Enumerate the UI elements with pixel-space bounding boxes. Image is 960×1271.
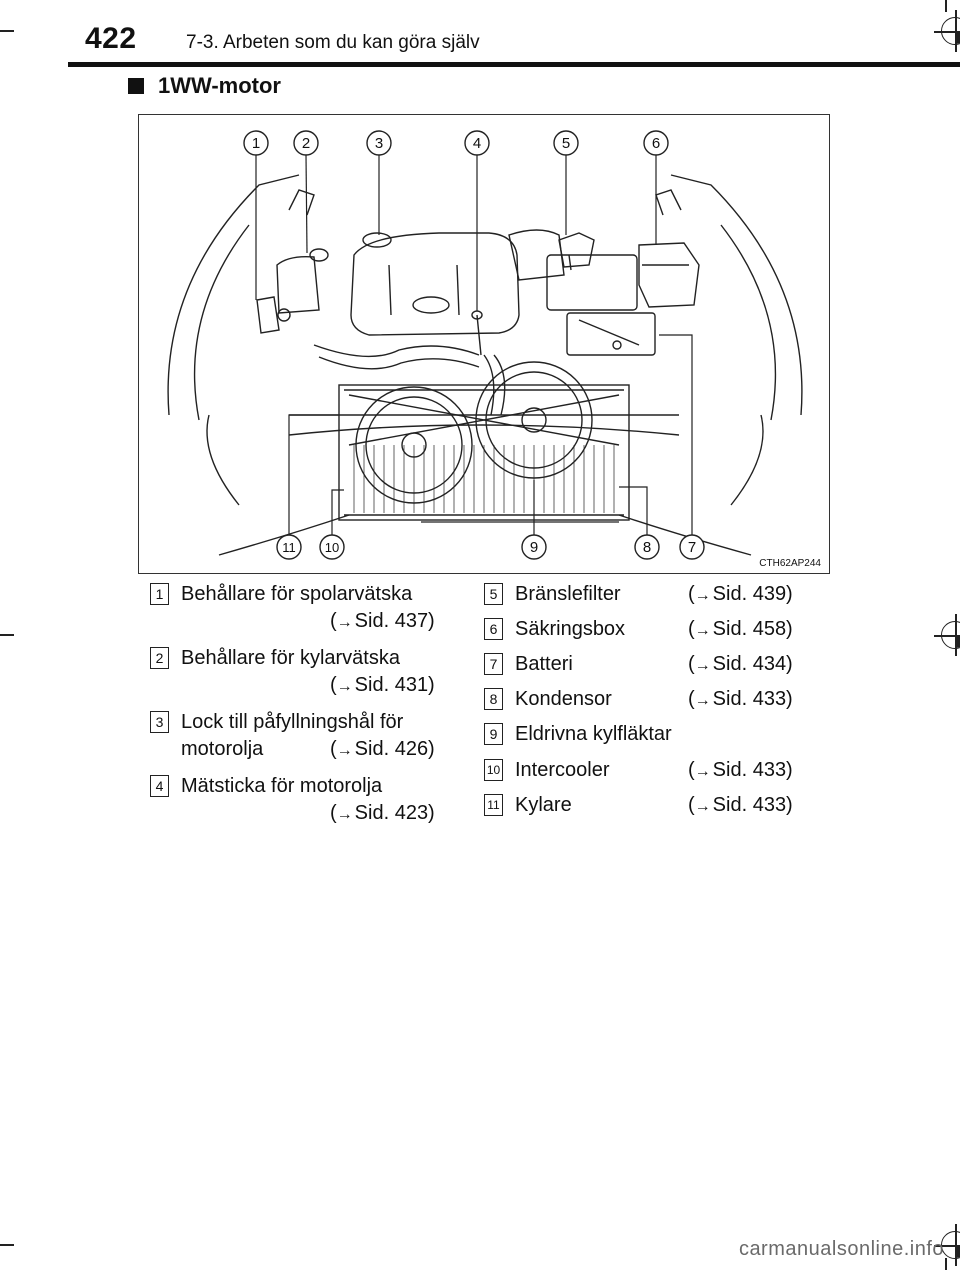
legend-text: Kylare — [515, 794, 572, 816]
crop-mark — [0, 1244, 14, 1246]
engine-bay-figure: 1 2 3 4 5 6 7 8 9 10 11 CTH62AP244 — [138, 114, 830, 574]
callout-7: 7 — [688, 539, 696, 556]
figure-code: CTH62AP244 — [759, 558, 821, 569]
legend-ref: (→Sid. 426) — [330, 738, 435, 760]
legend-text: Säkringsbox — [515, 618, 626, 640]
legend-text: Intercooler — [515, 759, 610, 781]
arrow-right-icon: → — [694, 587, 711, 604]
arrow-right-icon: → — [336, 614, 353, 631]
legend-text: Eldrivna kylfläktar — [515, 723, 672, 745]
legend-text: Mätsticka för motorolja — [181, 775, 383, 797]
legend-number: 4 — [150, 775, 169, 797]
legend-number: 9 — [484, 723, 503, 745]
legend-ref: (→Sid. 423) — [330, 802, 435, 824]
page-number: 422 — [85, 22, 137, 55]
arrow-right-icon: → — [694, 622, 711, 639]
crop-mark — [0, 634, 14, 636]
registration-mark-icon — [934, 614, 960, 656]
legend-text: Kondensor — [515, 688, 612, 710]
callout-6: 6 — [652, 135, 660, 152]
arrow-right-icon: → — [336, 678, 353, 695]
callout-4: 4 — [473, 135, 481, 152]
legend-ref: (→Sid. 439) — [688, 583, 793, 605]
arrow-right-icon: → — [694, 657, 711, 674]
engine-bay-illustration: 1 2 3 4 5 6 7 8 9 10 11 — [167, 130, 803, 560]
arrow-right-icon: → — [694, 692, 711, 709]
callout-8: 8 — [643, 539, 651, 556]
callout-5: 5 — [562, 135, 570, 152]
legend-ref: (→Sid. 433) — [688, 794, 793, 816]
crop-mark — [0, 30, 14, 32]
registration-mark-icon — [934, 10, 960, 52]
arrow-right-icon: → — [694, 798, 711, 815]
legend-text: motorolja — [181, 738, 264, 760]
callout-1: 1 — [252, 135, 260, 152]
crop-mark — [945, 1258, 947, 1270]
legend-number: 10 — [484, 759, 503, 781]
legend-number: 6 — [484, 618, 503, 640]
registration-mark-icon — [934, 1224, 960, 1266]
watermark: carmanualsonline.info — [738, 1238, 944, 1260]
legend-text: Behållare för spolarvätska — [181, 583, 413, 605]
legend-text: Batteri — [515, 653, 573, 675]
legend-number: 7 — [484, 653, 503, 675]
callout-10: 10 — [325, 540, 339, 555]
legend-number: 8 — [484, 688, 503, 710]
arrow-right-icon: → — [694, 763, 711, 780]
arrow-right-icon: → — [336, 806, 353, 823]
callout-3: 3 — [375, 135, 383, 152]
legend-text: Bränslefilter — [515, 583, 621, 605]
square-bullet-icon — [128, 78, 144, 94]
legend-ref: (→Sid. 437) — [330, 610, 435, 632]
callout-2: 2 — [302, 135, 310, 152]
legend-text: Behållare för kylarvätska — [181, 647, 400, 669]
callout-11: 11 — [282, 540, 296, 555]
legend-number: 3 — [150, 711, 169, 733]
chapter-title: 7-3. Arbeten som du kan göra själv — [186, 32, 480, 53]
legend-number: 2 — [150, 647, 169, 669]
legend-text: Lock till påfyllningshål för — [181, 711, 404, 733]
legend-number: 1 — [150, 583, 169, 605]
legend-number: 11 — [484, 794, 503, 816]
legend-ref: (→Sid. 458) — [688, 618, 793, 640]
legend-ref: (→Sid. 434) — [688, 653, 793, 675]
section-heading-text: 1WW-motor — [158, 73, 281, 98]
arrow-right-icon: → — [336, 742, 353, 759]
legend-number: 5 — [484, 583, 503, 605]
legend-ref: (→Sid. 433) — [688, 688, 793, 710]
header-rule — [68, 62, 960, 67]
legend-ref: (→Sid. 433) — [688, 759, 793, 781]
callout-9: 9 — [530, 539, 538, 556]
crop-mark — [945, 0, 947, 12]
section-heading: 1WW-motor — [128, 73, 281, 99]
legend-ref: (→Sid. 431) — [330, 674, 435, 696]
